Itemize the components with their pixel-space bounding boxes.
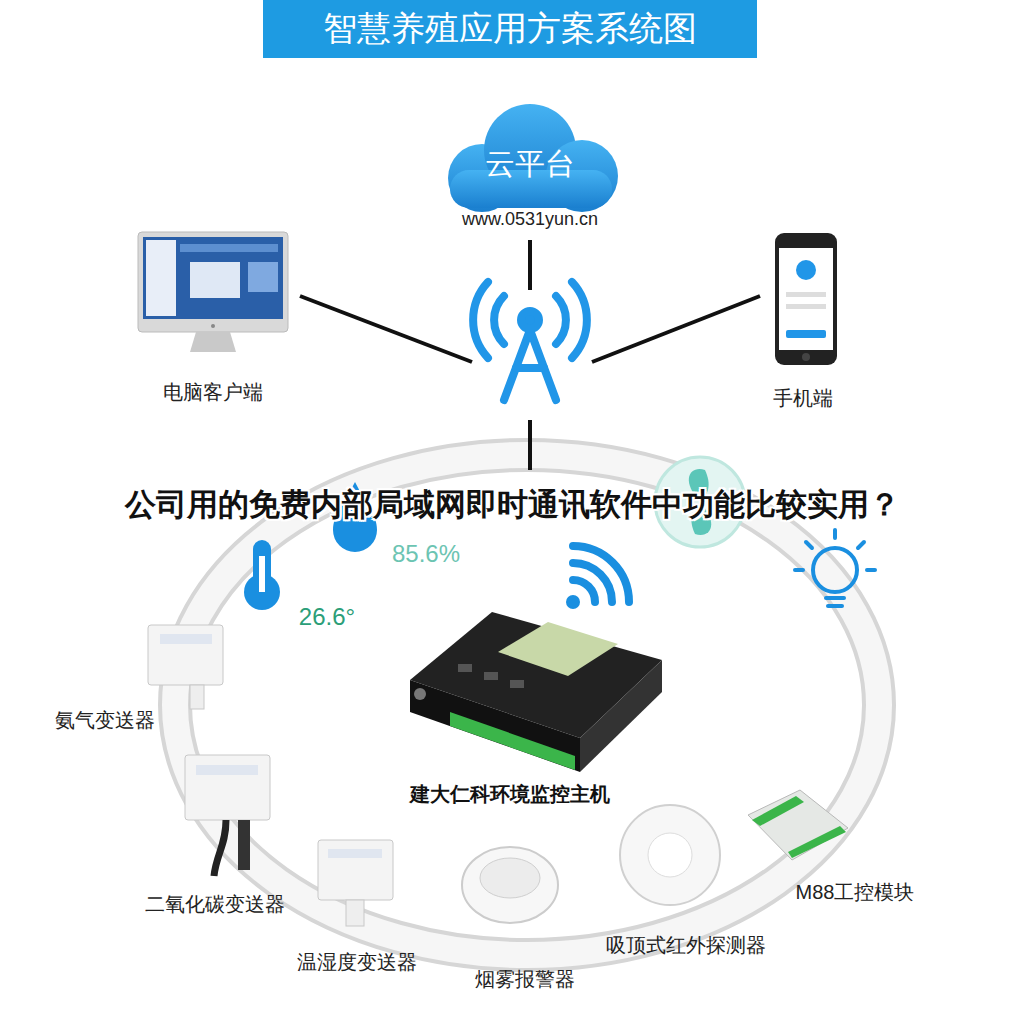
device-label: 温湿度变送器 [297,950,417,974]
node-label: M88工控模块 [796,880,915,904]
mobile-client: 手机端 [773,386,833,410]
controller-label: 建大仁科环境监控主机 [410,782,610,806]
title-bar: 智慧养殖应用方案系统图 [263,0,757,58]
node-label: 建大仁科环境监控主机 [410,782,610,806]
antenna-tower [473,282,587,400]
ring-inner [175,455,879,955]
node-caption: www.0531yun.cn [462,208,598,230]
phone-icon [775,233,837,365]
cloud-platform: 云平台 www.0531yun.cn [462,146,598,230]
node-label: 云平台 [485,146,575,182]
ring-band [175,455,879,955]
cloud-shape [448,104,618,212]
node-label: 电脑客户端 [163,380,263,404]
pc-client: 电脑客户端 [163,380,263,404]
device-label: 氨气变送器 [55,708,155,732]
ammonia-transmitter [148,625,223,709]
humidity-value: 85.6% [392,540,460,569]
node-label: 吸顶式红外探测器 [606,933,766,957]
temperature-value: 26.6° [299,603,355,632]
wifi-icon [566,546,629,609]
node-label: 手机端 [773,386,833,410]
node-label: 烟雾报警器 [475,967,575,991]
thermometer-icon [244,540,280,610]
co2-transmitter [185,755,270,876]
temp-humidity-transmitter [318,840,393,926]
device-label: M88工控模块 [796,880,915,904]
controller-device [410,612,662,772]
m88-module [748,790,848,860]
bulb-icon [795,530,875,606]
device-label: 吸顶式红外探测器 [606,933,766,957]
node-label: 温湿度变送器 [297,950,417,974]
node-label: 氨气变送器 [55,708,155,732]
smoke-detector [462,847,558,923]
network-lines [300,240,760,470]
computer-icon [138,232,288,352]
node-label: 二氧化碳变送器 [145,892,285,916]
device-label: 二氧化碳变送器 [145,892,285,916]
overlay-text: 公司用的免费内部局域网即时通讯软件中功能比较实用？ [125,486,900,523]
infrared-detector [620,805,720,905]
device-label: 烟雾报警器 [475,967,575,991]
